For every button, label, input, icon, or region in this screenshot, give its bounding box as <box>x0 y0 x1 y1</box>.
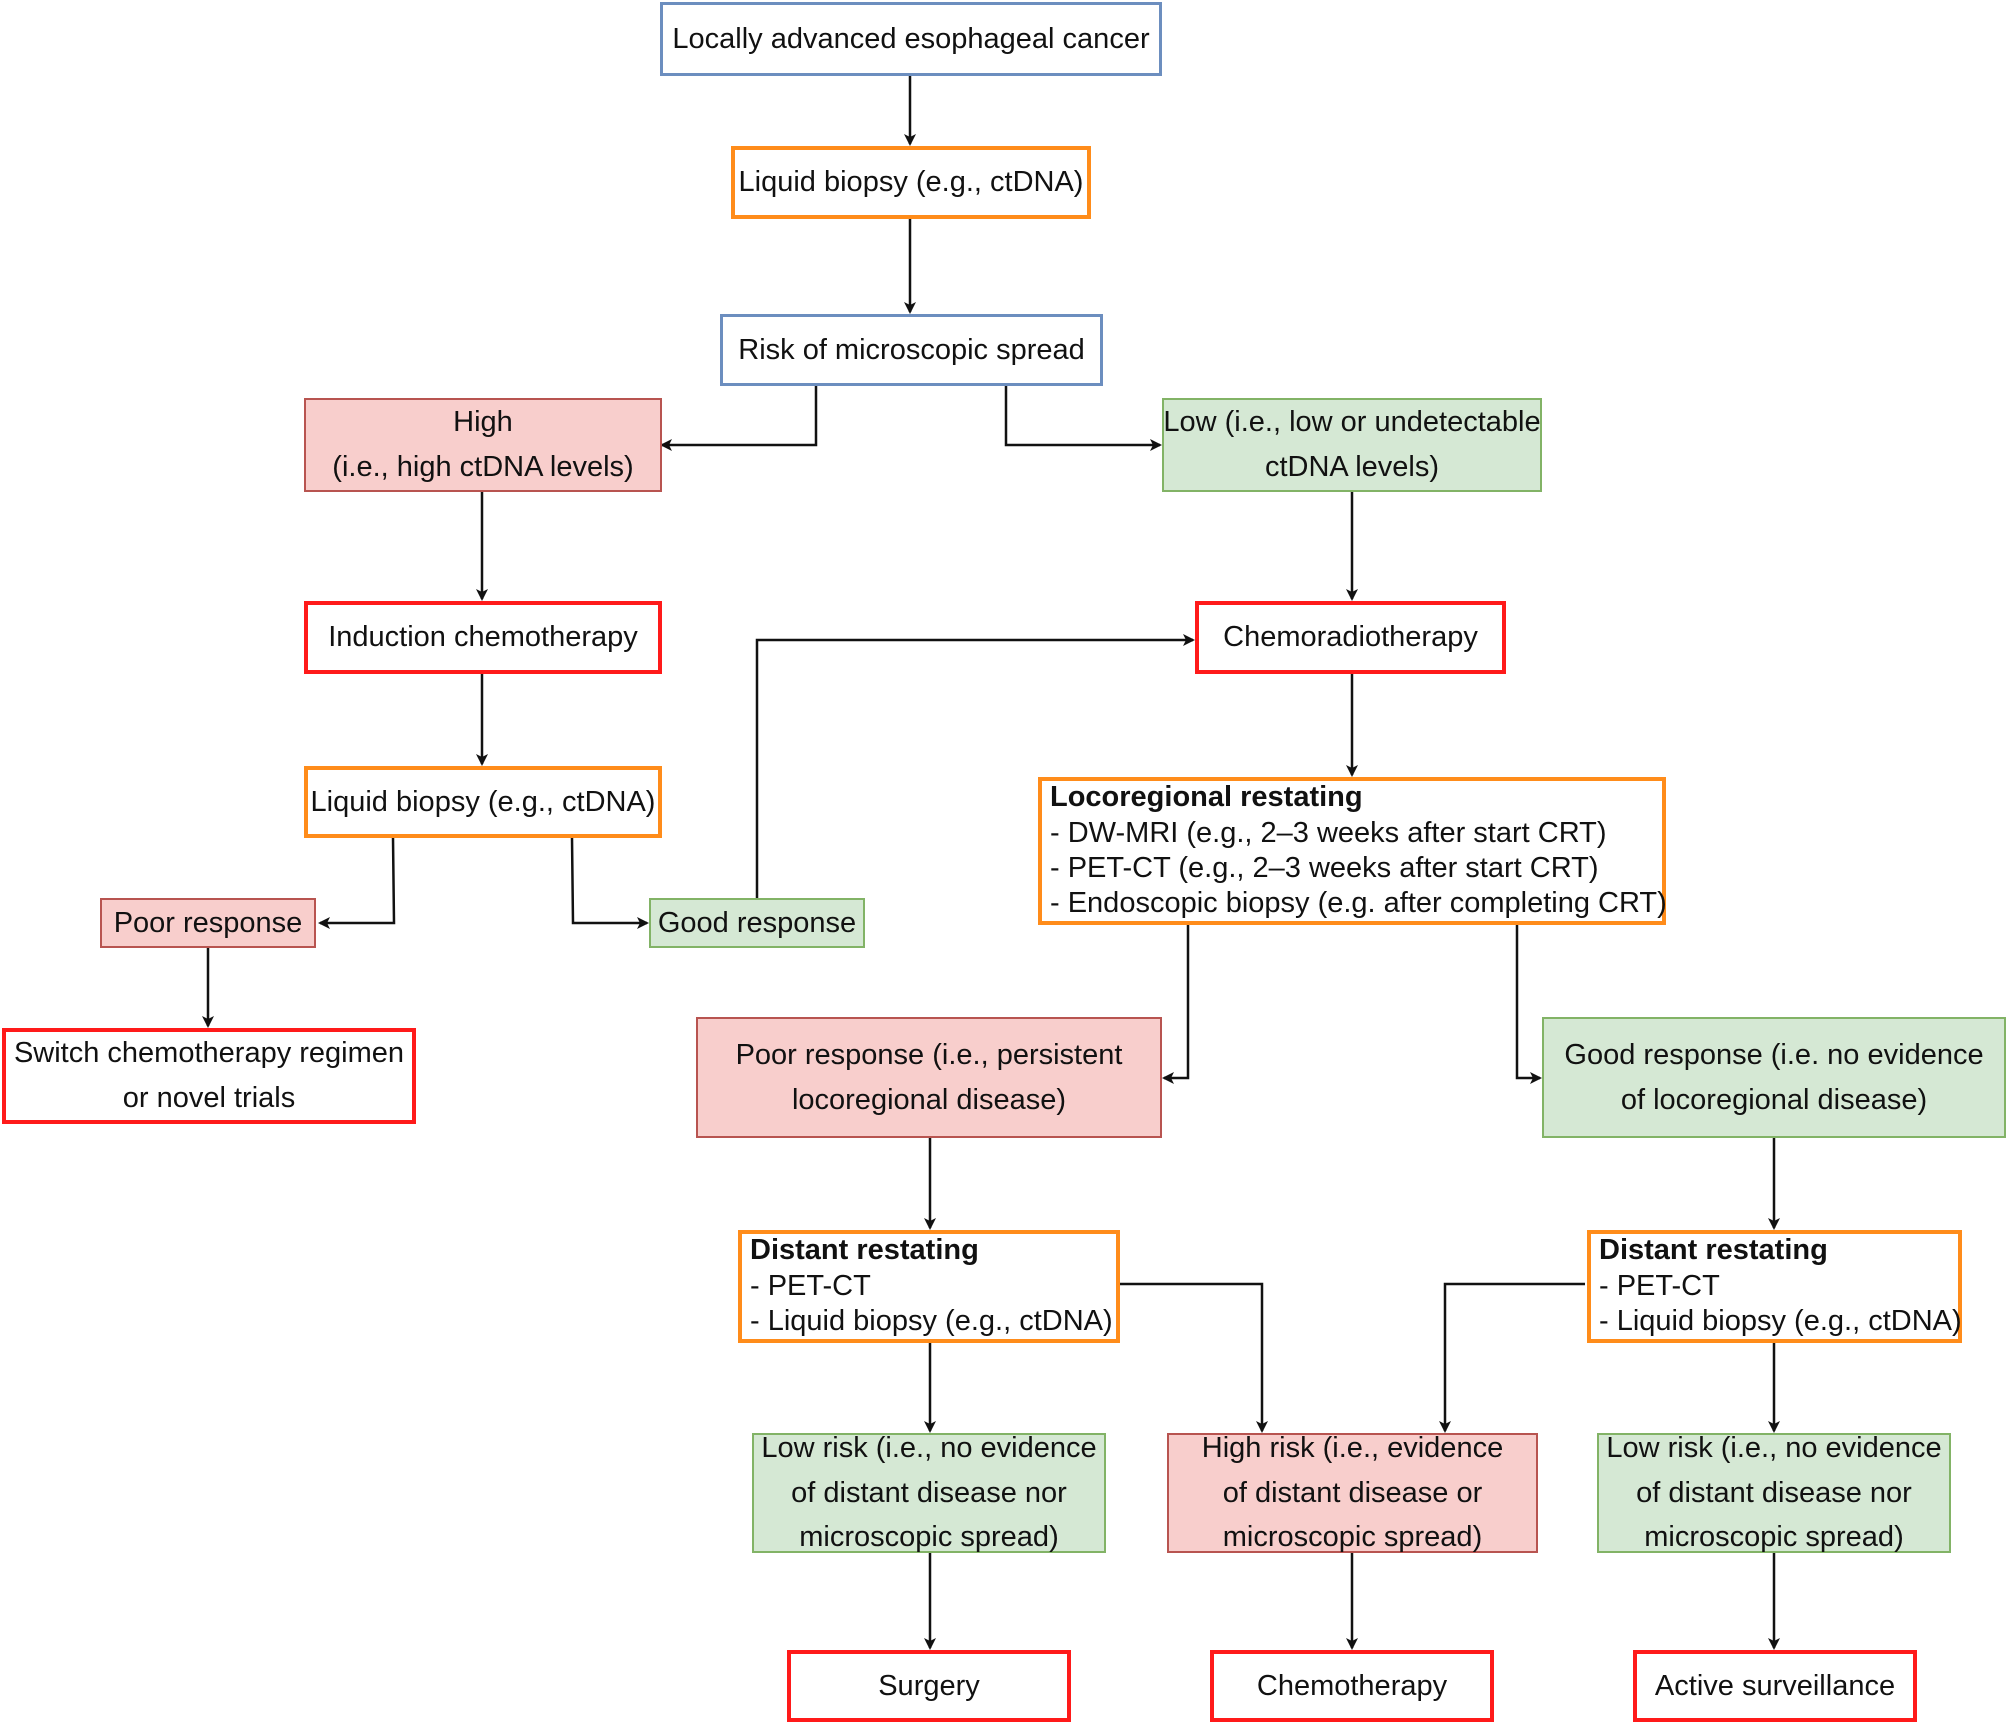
node-chemoradiotherapy: Chemoradiotherapy <box>1195 601 1506 674</box>
node-text: Chemotherapy <box>1257 1664 1447 1709</box>
node-poor-response-locoregional: Poor response (i.e., persistent locoregio… <box>696 1017 1162 1138</box>
node-line: Risk of microscopic spread <box>738 333 1085 366</box>
node-line: microscopic spread) <box>799 1521 1059 1554</box>
node-line: Induction chemotherapy <box>328 621 638 654</box>
node-locoregional-restaging: Locoregional restating- DW-MRI (e.g., 2–… <box>1038 777 1667 925</box>
node-low-risk-ctdna: Low (i.e., low or undetectable ctDNA leve… <box>1162 398 1542 492</box>
node-line: - Liquid biopsy (e.g., ctDNA) <box>750 1305 1113 1338</box>
node-text: Poor response (i.e., persistent locoregio… <box>736 1033 1123 1123</box>
node-line: of distant disease nor <box>1636 1476 1912 1509</box>
node-text: Good response <box>658 901 856 946</box>
node-line: microscopic spread) <box>1644 1521 1904 1554</box>
node-induction-chemotherapy: Induction chemotherapy <box>304 601 662 674</box>
node-title: Distant restating <box>750 1234 979 1267</box>
node-line: Liquid biopsy (e.g., ctDNA) <box>738 166 1084 199</box>
node-line: High <box>453 406 513 439</box>
node-line: (i.e., high ctDNA levels) <box>332 451 634 483</box>
node-text: Liquid biopsy (e.g., ctDNA) <box>739 160 1084 205</box>
node-surgery: Surgery <box>787 1650 1071 1722</box>
arrow-biopsy-to-poor <box>318 837 396 929</box>
node-text: Low (i.e., low or undetectable ctDNA leve… <box>1163 400 1540 490</box>
arrow-locoregional-to-poor <box>1162 925 1190 1084</box>
node-line: Low (i.e., low or undetectable <box>1163 406 1541 439</box>
node-text: Induction chemotherapy <box>328 615 638 660</box>
node-line: Poor response <box>113 906 303 939</box>
node-line: Active surveillance <box>1654 1669 1896 1702</box>
node-title: Distant restating <box>1599 1234 1828 1267</box>
arrow-good-to-crt <box>755 634 1195 898</box>
node-line: of locoregional disease) <box>1620 1083 1928 1116</box>
node-text: Surgery <box>878 1664 980 1709</box>
node-line: - Liquid biopsy (e.g., ctDNA) <box>1599 1305 1962 1338</box>
node-line: - Endoscopic biopsy (e.g. after completi… <box>1050 887 1667 920</box>
node-liquid-biopsy-post-induction: Liquid biopsy (e.g., ctDNA) <box>304 766 662 838</box>
node-line: Switch chemotherapy regimen <box>13 1037 405 1070</box>
node-line: High risk (i.e., evidence <box>1201 1431 1504 1464</box>
node-low-risk-distant-right: Low risk (i.e., no evidence of distant di… <box>1597 1432 1951 1553</box>
node-chemotherapy: Chemotherapy <box>1210 1650 1494 1722</box>
node-liquid-biopsy-initial: Liquid biopsy (e.g., ctDNA) <box>731 146 1091 219</box>
node-line: Low risk (i.e., no evidence <box>761 1431 1097 1464</box>
node-line: Locally advanced esophageal cancer <box>672 22 1150 55</box>
node-text: Risk of microscopic spread <box>738 328 1085 373</box>
node-line: Liquid biopsy (e.g., ctDNA) <box>310 785 656 818</box>
node-good-response-induction: Good response <box>649 898 865 948</box>
node-switch-chemotherapy: Switch chemotherapy regimen or novel tria… <box>2 1028 416 1124</box>
node-line: locoregional disease) <box>791 1083 1067 1116</box>
node-good-response-locoregional: Good response (i.e. no evidence of locore… <box>1542 1017 2006 1138</box>
node-text: Good response (i.e. no evidence of locore… <box>1564 1033 1983 1123</box>
node-line: Low risk (i.e., no evidence <box>1606 1431 1942 1464</box>
node-low-risk-distant-left: Low risk (i.e., no evidence of distant di… <box>752 1432 1106 1553</box>
node-text: Locoregional restating- DW-MRI (e.g., 2–… <box>1050 780 1667 922</box>
node-text: High (i.e., high ctDNA levels) <box>332 400 633 490</box>
node-distant-restaging-left: Distant restating- PET-CT- Liquid biopsy… <box>738 1230 1120 1343</box>
node-text: Distant restating- PET-CT- Liquid biopsy… <box>1599 1233 1962 1339</box>
node-text: Distant restating- PET-CT- Liquid biopsy… <box>750 1233 1113 1339</box>
node-line: Poor response (i.e., persistent <box>735 1038 1123 1071</box>
node-line: Surgery <box>878 1669 980 1702</box>
node-line: - DW-MRI (e.g., 2–3 weeks after start CR… <box>1050 816 1607 849</box>
node-line: or novel trials <box>122 1082 296 1114</box>
node-text: Liquid biopsy (e.g., ctDNA) <box>311 780 656 825</box>
node-high-risk-distant: High risk (i.e., evidence of distant dise… <box>1167 1432 1538 1553</box>
arrow-distant1-to-highrisk <box>1120 1282 1268 1433</box>
node-line: Chemotherapy <box>1256 1669 1448 1702</box>
node-distant-restaging-right: Distant restating- PET-CT- Liquid biopsy… <box>1587 1230 1962 1343</box>
node-text: Active surveillance <box>1655 1664 1895 1709</box>
node-text: Locally advanced esophageal cancer <box>672 17 1149 62</box>
node-poor-response-induction: Poor response <box>100 898 316 948</box>
node-line: - PET-CT (e.g., 2–3 weeks after start CR… <box>1050 852 1599 884</box>
arrow-biopsy-to-good <box>570 837 649 929</box>
node-text: Chemoradiotherapy <box>1223 615 1478 660</box>
node-locally-advanced-cancer: Locally advanced esophageal cancer <box>660 2 1162 76</box>
node-line: ctDNA levels) <box>1264 451 1440 483</box>
node-line: of distant disease or <box>1222 1476 1483 1509</box>
arrow-locoregional-to-good <box>1515 925 1542 1084</box>
node-line: Good response (i.e. no evidence <box>1564 1038 1984 1071</box>
node-high-risk-ctdna: High (i.e., high ctDNA levels) <box>304 398 662 492</box>
node-line: - PET-CT <box>1599 1269 1720 1302</box>
node-line: Chemoradiotherapy <box>1223 621 1478 654</box>
node-text: Low risk (i.e., no evidence of distant di… <box>1606 1426 1941 1561</box>
node-risk-microscopic-spread: Risk of microscopic spread <box>720 314 1103 386</box>
node-line: of distant disease nor <box>791 1476 1067 1509</box>
arrow-risk-to-high <box>660 386 818 451</box>
node-text: Low risk (i.e., no evidence of distant di… <box>761 1426 1096 1561</box>
node-line: - PET-CT <box>750 1269 871 1302</box>
node-text: Poor response <box>114 901 303 946</box>
node-text: High risk (i.e., evidence of distant dise… <box>1202 1426 1503 1561</box>
node-text: Switch chemotherapy regimen or novel tria… <box>14 1031 404 1121</box>
arrow-risk-to-low <box>1004 386 1162 451</box>
node-title: Locoregional restating <box>1050 781 1363 814</box>
node-active-surveillance: Active surveillance <box>1633 1650 1917 1722</box>
node-line: microscopic spread) <box>1222 1521 1483 1554</box>
node-line: Good response <box>657 906 857 939</box>
arrow-distant2-to-highrisk <box>1439 1282 1585 1433</box>
